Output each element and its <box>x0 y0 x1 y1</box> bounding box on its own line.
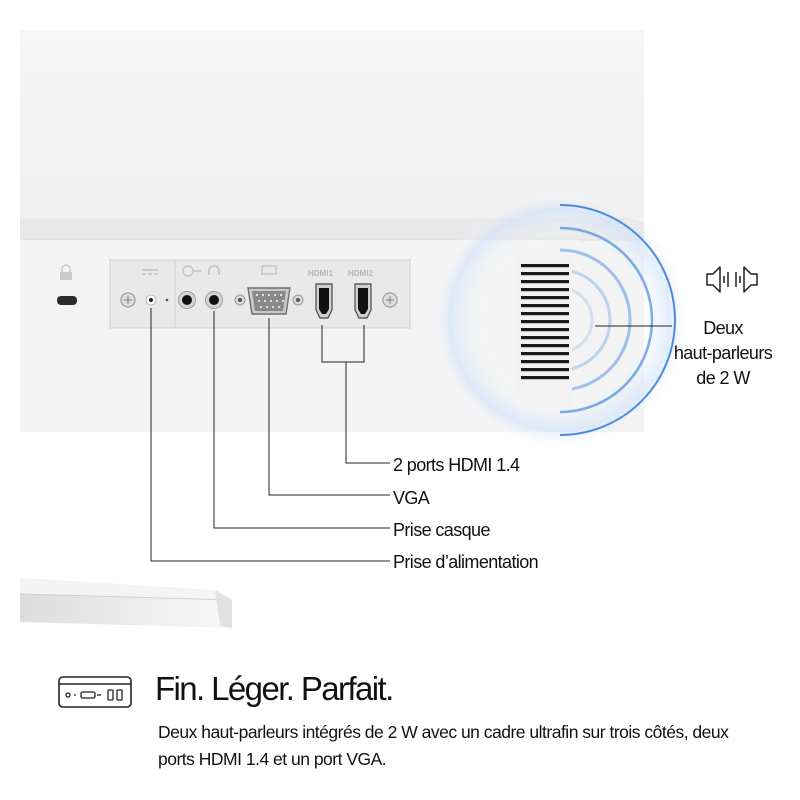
vga-leader-line <box>268 318 390 496</box>
headphone-leader-line <box>213 311 390 529</box>
power-jack <box>145 294 169 306</box>
leader-lines <box>150 308 672 562</box>
audio-in-jack <box>178 291 196 309</box>
hdmi-port-1 <box>315 283 333 319</box>
hdmi-port-2 <box>354 283 372 319</box>
vga-callout: VGA <box>393 488 430 508</box>
headphone-symbol-icon <box>208 265 220 275</box>
ports-panel-icon <box>58 676 132 708</box>
headphone-jack <box>205 291 223 309</box>
headphone-jack-callout: Prise casque <box>393 520 490 540</box>
speaker-sound-icon <box>706 266 758 293</box>
monitor-rear-ports-illustration: HDMI1 HDMI2 <box>19 30 758 628</box>
dc-power-symbol-icon <box>142 269 158 275</box>
io-panel: HDMI1 HDMI2 <box>109 259 411 329</box>
feature-description: Deux haut-parleurs intégrés de 2 W avec … <box>158 722 729 769</box>
speaker-callout-line-1: Deux <box>703 318 743 338</box>
hdmi-ports-callout: 2 ports HDMI 1.4 <box>393 455 520 475</box>
speaker-callout-line-3: de 2 W <box>696 368 750 388</box>
speaker-callout-line-2: haut-parleurs <box>673 343 773 363</box>
speaker-callout: Deux haut-parleurs de 2 W <box>664 316 782 391</box>
hdmi2-port-label: HDMI2 <box>348 269 373 278</box>
vga-port <box>234 287 304 315</box>
screw-right <box>382 292 398 308</box>
screw-left <box>120 292 136 308</box>
speaker-grille <box>518 255 572 410</box>
hdmi-leader-line <box>321 325 365 363</box>
hdmi1-port-label: HDMI1 <box>308 269 333 278</box>
feature-headline: Fin. Léger. Parfait. <box>155 670 394 707</box>
audio-in-symbol-icon <box>182 265 201 277</box>
power-leader-line <box>150 308 390 562</box>
vga-symbol-icon <box>261 265 277 275</box>
monitor-stand-base <box>19 578 233 628</box>
power-jack-callout: Prise d’alimentation <box>393 552 539 572</box>
security-lock-slot <box>57 264 77 305</box>
